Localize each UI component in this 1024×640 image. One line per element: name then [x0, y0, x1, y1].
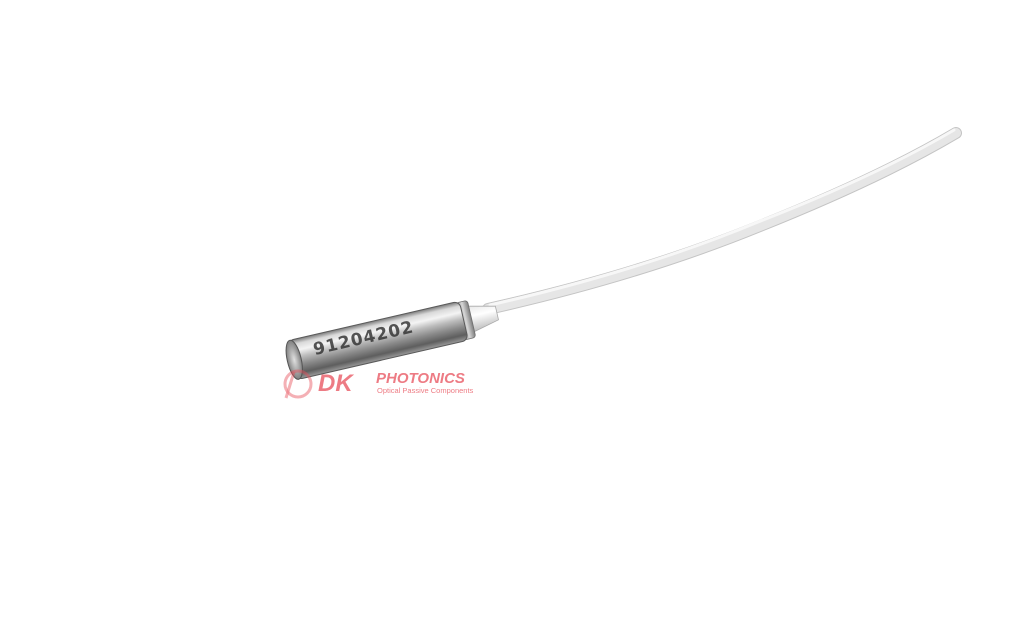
watermark-logo-icon [283, 369, 313, 399]
ferrule-end-face [285, 339, 303, 380]
watermark-tagline: Optical Passive Components [377, 386, 474, 395]
watermark-logo-mark: DK [318, 370, 354, 397]
metal-ferrule: 91204202 [285, 300, 499, 380]
watermark-brand: PHOTONICS [376, 370, 465, 387]
watermark: DK PHOTONICS Optical Passive Components [283, 369, 474, 399]
fiber-pigtail [482, 127, 962, 315]
